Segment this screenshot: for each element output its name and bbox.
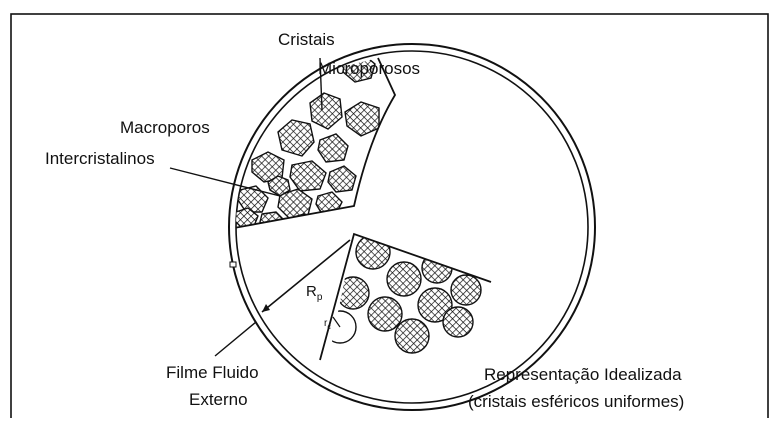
label-representacao-line1: Representação Idealizada: [484, 365, 682, 384]
label-filme-line2: Externo: [189, 390, 248, 409]
leader-filme: [215, 322, 256, 356]
spherical-crystal: [443, 307, 473, 337]
spherical-crystal: [395, 319, 429, 353]
label-microporosos: Microporosos: [318, 59, 420, 78]
label-macroporos: Macroporos: [120, 118, 210, 137]
film-marker: [230, 262, 236, 267]
label-intercristalinos: Intercristalinos: [45, 149, 155, 168]
spherical-crystal: [451, 275, 481, 305]
label-filme-line1: Filme Fluido: [166, 363, 259, 382]
label-cristais: Cristais: [278, 30, 335, 49]
label-representacao-line2: (cristais esféricos uniformes): [468, 392, 684, 411]
spherical-crystal: [368, 297, 402, 331]
spherical-crystal: [387, 262, 421, 296]
